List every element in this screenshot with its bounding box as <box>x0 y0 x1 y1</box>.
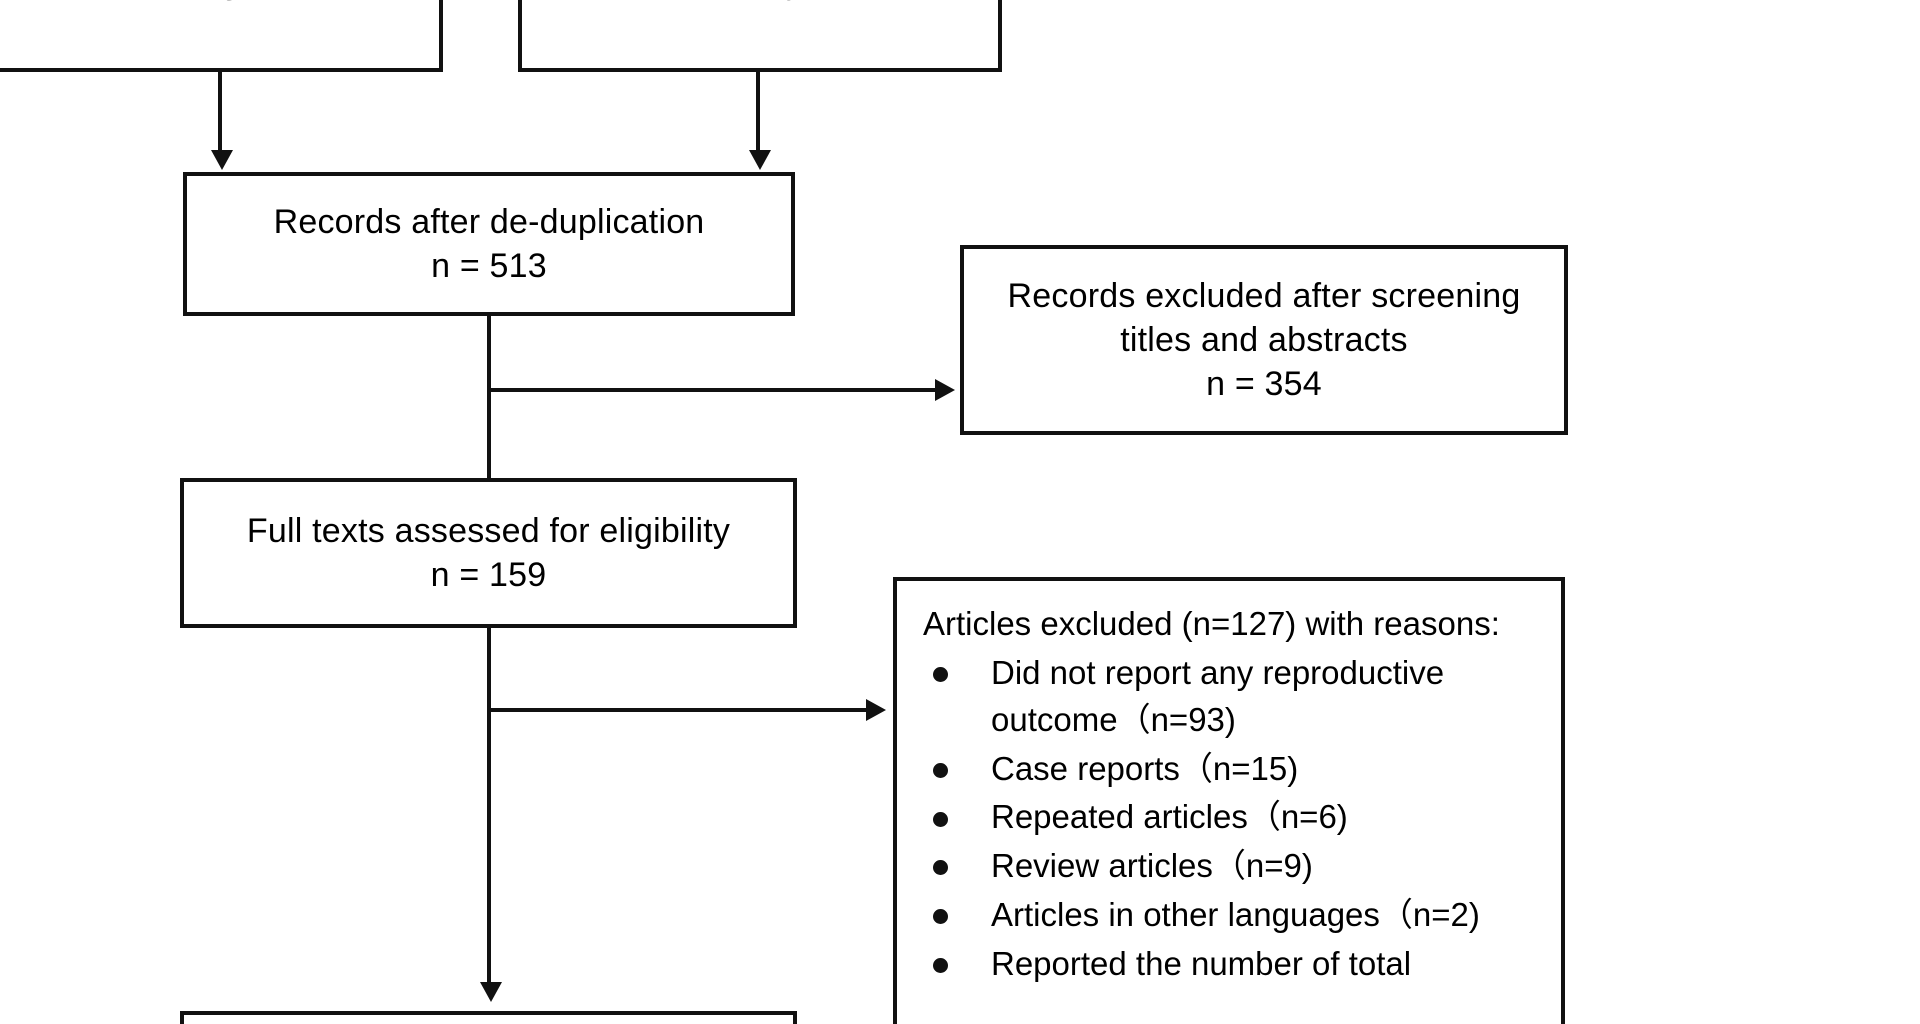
screening-excluded-label-line1: Records excluded after screening <box>1007 276 1521 315</box>
box-studies-included <box>180 1011 797 1024</box>
connector-database-to-dedup <box>218 72 222 152</box>
bullet-point-icon <box>933 667 948 683</box>
arrowhead-dedup-to-screening-excluded <box>935 379 955 401</box>
other-sources-count: n = 0 <box>721 0 799 11</box>
reason-text-line1: Case reports（n=15) <box>991 749 1299 787</box>
full-text-assessed-label: Full texts assessed for eligibility <box>246 511 731 550</box>
arrowhead-other-sources-to-dedup <box>749 150 771 170</box>
screening-excluded-count: n = 354 <box>1206 365 1322 404</box>
bullet-point-icon <box>933 811 948 827</box>
list-item: Review articles（n=9) <box>923 843 1551 890</box>
arrowhead-database-to-dedup <box>211 150 233 170</box>
bullet-point-icon <box>933 860 948 876</box>
reason-text-line2: outcome（n=93) <box>991 700 1236 738</box>
box-records-after-deduplication: Records after de-duplication n = 513 <box>183 172 795 316</box>
reason-text-line1: Did not report any reproductive <box>991 653 1445 691</box>
articles-excluded-reason-list: Did not report any reproductive outcome（… <box>923 650 1551 988</box>
database-records-count: n = 872 <box>162 0 278 11</box>
deduplicated-label: Records after de-duplication <box>273 202 705 241</box>
list-item: Reported the number of total <box>923 941 1551 988</box>
bullet-point-icon <box>933 762 948 778</box>
bullet-point-icon <box>933 958 948 974</box>
arrowhead-fulltext-to-articles-excluded <box>866 699 886 721</box>
box-articles-excluded-with-reasons: Articles excluded (n=127) with reasons: … <box>893 577 1565 1024</box>
reason-text-line1: Articles in other languages（n=2) <box>991 896 1480 934</box>
connector-fulltext-to-articles-excluded <box>487 708 867 712</box>
bullet-point-icon <box>933 909 948 925</box>
deduplicated-count: n = 513 <box>431 247 547 285</box>
box-full-texts-assessed: Full texts assessed for eligibility n = … <box>180 478 797 628</box>
connector-dedup-to-fulltext <box>487 316 491 570</box>
connector-dedup-to-screening-excluded <box>487 388 937 392</box>
list-item: Did not report any reproductive outcome（… <box>923 650 1551 744</box>
reason-text-line1: Repeated articles（n=6) <box>991 798 1348 836</box>
reason-text-line1: Reported the number of total <box>991 945 1412 983</box>
connector-other-sources-to-dedup <box>756 72 760 152</box>
list-item: Repeated articles（n=6) <box>923 794 1551 841</box>
full-text-assessed-count: n = 159 <box>430 556 547 594</box>
box-other-sources: n = 0 <box>518 0 1002 72</box>
list-item: Case reports（n=15) <box>923 746 1551 793</box>
reason-text-line1: Review articles（n=9) <box>991 847 1313 885</box>
box-database-records: n = 872 <box>0 0 443 72</box>
list-item: Articles in other languages（n=2) <box>923 892 1551 939</box>
screening-excluded-label-line2: titles and abstracts <box>1120 320 1408 359</box>
connector-fulltext-to-included <box>487 628 491 986</box>
arrowhead-fulltext-to-included <box>480 982 502 1002</box>
articles-excluded-title: Articles excluded (n=127) with reasons: <box>923 605 1500 642</box>
box-records-excluded-screening: Records excluded after screening titles … <box>960 245 1568 435</box>
